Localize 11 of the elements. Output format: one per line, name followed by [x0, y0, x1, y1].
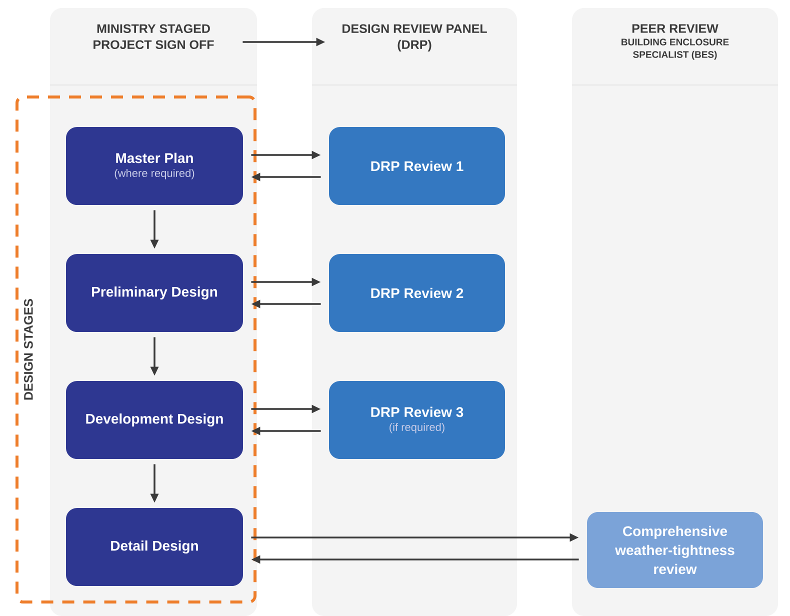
stage-box: Development Design	[66, 381, 243, 459]
stage-box: Preliminary Design	[66, 254, 243, 332]
column-header: DESIGN REVIEW PANEL (DRP)	[342, 24, 487, 52]
column-header: MINISTRY STAGED PROJECT SIGN OFF	[94, 24, 214, 50]
review-box: DRP Review 1	[329, 127, 505, 205]
column-header: PEER REVIEW BUILDING ENCLOSURE SPECIALIST (BES)	[622, 24, 729, 60]
stage-box: Master Plan (where required)	[66, 127, 243, 205]
review-box: DRP Review 3 (if required)	[329, 381, 505, 459]
review-box: DRP Review 2	[329, 254, 505, 332]
review-box: Comprehensive weather-tightness review	[587, 512, 763, 588]
stage-box: Detail Design	[66, 508, 243, 586]
